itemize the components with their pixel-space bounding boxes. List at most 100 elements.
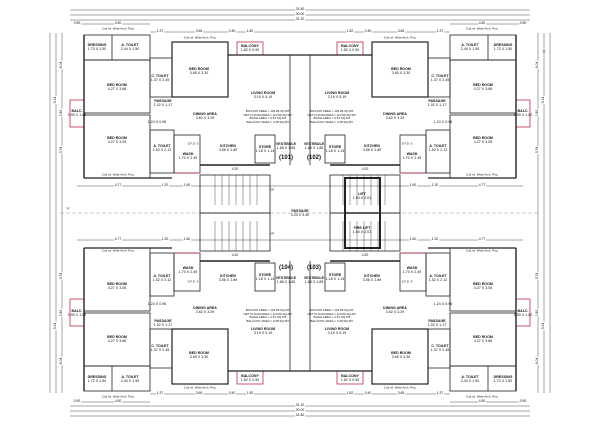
dimension-side_b: 1.82 — [59, 309, 64, 317]
room-size: 1.18 X 1.14 — [325, 149, 345, 153]
room-balc: BALC.0.90 X 1.82 — [68, 309, 86, 317]
room-size: 1.72 X 1.50 — [493, 379, 513, 383]
room-size: 3.56 X 1.89 — [218, 148, 238, 152]
dimension-w1: 4.50 — [114, 21, 122, 26]
room-size: 3.62 X 3.29 — [195, 116, 215, 120]
dimension-w2: 0.90 — [519, 21, 527, 26]
room-size: 3.62 X 3.29 — [385, 116, 405, 120]
area-line: NET FLOOR AREA = 113.06 SQ.MT. — [243, 311, 293, 316]
dimension-text: 4.50 — [114, 21, 122, 26]
room-name: BED ROOM — [391, 350, 411, 355]
dimension-w2: 0.90 — [73, 21, 81, 26]
dimension-side_b: 1.82 — [535, 109, 540, 117]
room-name: WASH — [182, 151, 194, 156]
dimension-text: 31.20 — [295, 17, 305, 22]
room-size: 3.56 X 1.89 — [218, 278, 238, 282]
core-passage-name: PASSAGE — [291, 208, 309, 213]
proj-text: Cutl.ml. Wide Arch. Proj. — [465, 26, 499, 31]
room-size: 2.44 X 1.50 — [120, 47, 140, 51]
room-name: LIVING ROOM — [250, 90, 276, 95]
dimension-text: 4.77 — [114, 237, 122, 242]
dimension-text: 0.90 — [73, 399, 81, 404]
room-name: C. TOILET — [151, 73, 169, 78]
sfd-tag: S.F.D.-3 — [188, 142, 199, 145]
room-size: 1.72 X 1.50 — [87, 47, 107, 51]
dimension-side_c: 3.74 — [535, 146, 540, 154]
room-name: BALCONY — [241, 373, 259, 378]
room-name: LIVING ROOM — [250, 326, 276, 331]
room-name: PASSAGE — [154, 318, 172, 323]
room-size: 1.37 X 2.45 — [430, 348, 450, 352]
room-size: 0.90 X 1.82 — [67, 313, 87, 317]
room-name: BED ROOM — [107, 135, 127, 140]
projection-label: Cutl.ml. Wide Arch. Proj. — [466, 249, 499, 252]
dimension-side_a: 6.04 — [535, 61, 540, 69]
dimension-text: 4.20 — [361, 167, 369, 172]
area-line: NET FLOOR AREA = 113.06 SQ.MT. — [243, 112, 293, 117]
room-name: STORE — [258, 144, 272, 149]
dimension-text: 1.60 — [183, 183, 191, 188]
room-size: 1.24 X 0.96 — [433, 301, 453, 306]
room-name: VESTIBULE — [275, 275, 297, 280]
area-line: BUILTUP AREA = 126.86 SQ.MT. — [245, 307, 291, 312]
dimension-w2: 0.90 — [519, 399, 527, 404]
dimension-w8: 1.20 — [431, 183, 439, 188]
room-name: LIVING ROOM — [324, 326, 350, 331]
dimension-text: 6.04 — [535, 61, 540, 69]
dimension-w9: 1.60 — [183, 183, 191, 188]
room-size: 1.82 X 0.90 — [340, 48, 360, 52]
room-name: DINING AREA — [383, 111, 407, 116]
dimension-text: 1.82 — [246, 391, 254, 396]
dimension-left_total: 9.14 — [53, 96, 58, 104]
room-size: 4.27 X 3.05 — [473, 286, 493, 290]
room-size: 1.72 X 1.50 — [87, 379, 107, 383]
dimension-side_a: 6.04 — [59, 357, 64, 365]
room-size: 2.44 X 1.50 — [120, 379, 140, 383]
room-name: BED ROOM — [107, 281, 127, 286]
room-name: A. TOILET — [429, 273, 447, 278]
area-line: WASH AREA = 4.23 SQ.MT. — [249, 315, 287, 319]
room-size: 1.82 X 0.90 — [340, 378, 360, 382]
overall-dim-top: 30.00 — [295, 12, 305, 17]
room-name: PASSAGE — [428, 98, 446, 103]
projection-label: Cutl.ml. Wide Arch. Proj. — [184, 386, 217, 389]
projection-label: Cutl.ml. Wide Arch. Proj. — [102, 27, 135, 30]
dimension-w3: 1.37 — [436, 29, 444, 34]
fire-lift-size: 1.60 X 2.01 — [352, 230, 372, 234]
dimension-w7: 4.77 — [114, 183, 122, 188]
room-size: 1.18 X 1.14 — [255, 277, 275, 281]
proj-text: Cutl.ml. Wide Arch. Proj. — [101, 26, 135, 31]
room-name: C. TOILET — [431, 343, 449, 348]
room-name: PASSAGE — [428, 318, 446, 323]
room-name: C. TOILET — [151, 343, 169, 348]
dimension-left_total: 9.14 — [541, 322, 546, 330]
room-name: STORE — [328, 144, 342, 149]
dimension-w1: 4.50 — [478, 399, 486, 404]
dimension-text: 0.40 — [228, 391, 236, 396]
dimension-text: 9.14 — [541, 322, 546, 330]
room-size: 4.27 X 3.66 — [107, 339, 127, 343]
dimension-text: 0.40 — [364, 391, 372, 396]
room-size: 3.19 X 5.19 — [327, 331, 347, 335]
projection-label: Cutl.ml. Wide Arch. Proj. — [102, 249, 135, 252]
room-name: KITCHEN — [364, 273, 380, 278]
proj-text: Cutl.ml. Wide Arch. Proj. — [183, 385, 217, 390]
dimension-w7: 4.77 — [478, 183, 486, 188]
room-size: 0.90 X 1.82 — [67, 113, 87, 117]
stair-down-label: DN — [270, 188, 274, 191]
dimension-side_a: 6.04 — [59, 61, 64, 69]
dimension-w4: 3.65 — [195, 29, 203, 34]
dimension-text: 1.20 — [161, 183, 169, 188]
dimension-w8: 1.20 — [161, 237, 169, 242]
room-name: A. TOILET — [121, 42, 139, 47]
section-marker-a: "A" — [66, 207, 70, 210]
dimension-text: 1.20 — [161, 237, 169, 242]
dimension-text: 4.50 — [114, 399, 122, 404]
projection-label: Cutl.ml. Wide Arch. Proj. — [184, 36, 217, 39]
